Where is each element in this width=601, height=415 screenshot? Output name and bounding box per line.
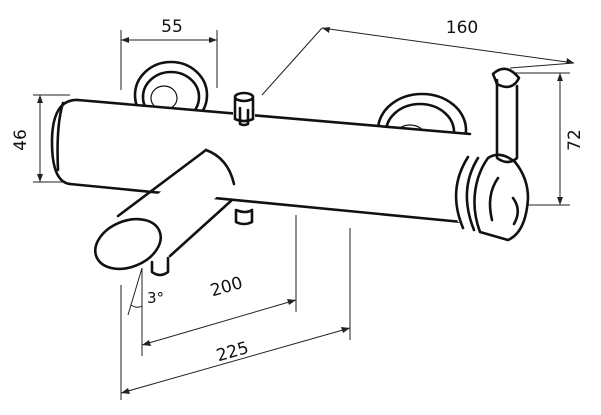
- dimension-72: 72: [515, 72, 585, 206]
- dimension-46: 46: [11, 94, 70, 183]
- diverter-knob: [233, 91, 255, 127]
- dimension-200-label: 200: [208, 273, 245, 301]
- angle-3-deg: 3°: [127, 267, 164, 318]
- dimension-160: 160: [261, 18, 575, 96]
- dimension-55-label: 55: [161, 17, 183, 37]
- dimension-160-label: 160: [446, 18, 478, 38]
- lever-handle: [452, 67, 530, 242]
- angle-label: 3°: [147, 289, 164, 307]
- dimension-55: 55: [120, 17, 218, 90]
- spout: [94, 148, 254, 277]
- dimension-46-label: 46: [11, 129, 31, 151]
- dimension-72-label: 72: [565, 129, 585, 151]
- dimension-225: 225: [120, 228, 351, 400]
- dimension-225-label: 225: [214, 338, 251, 366]
- faucet-body: [50, 98, 480, 224]
